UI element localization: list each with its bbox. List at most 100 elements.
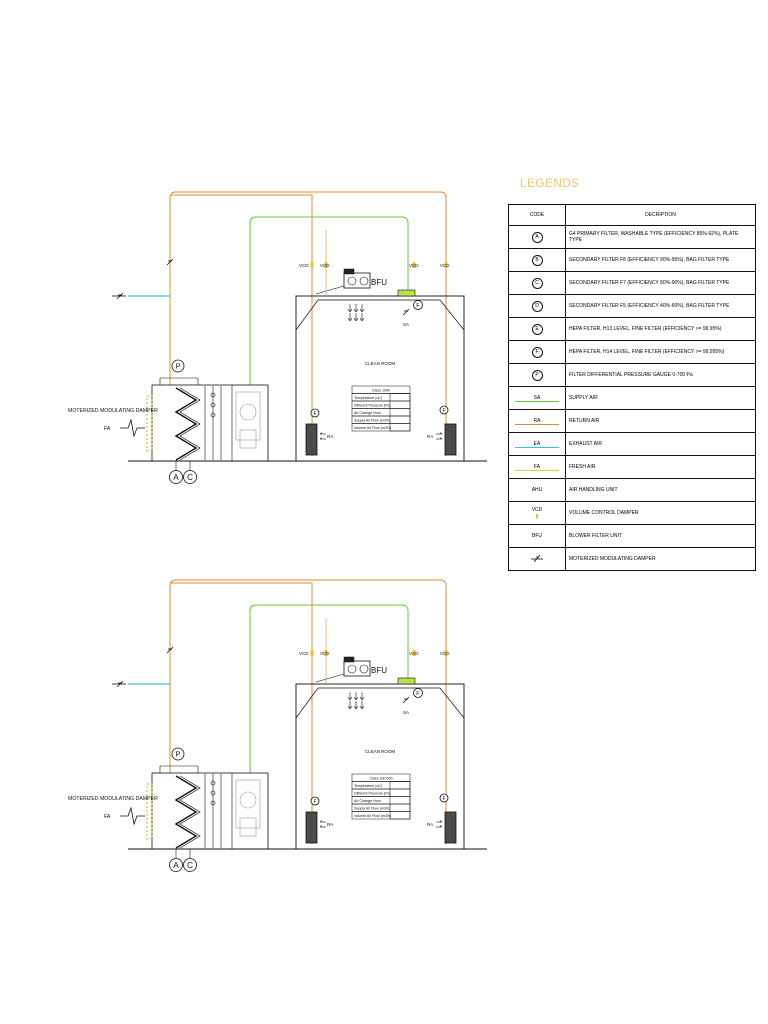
return-arrow-head <box>439 820 443 823</box>
ceiling-plenum <box>295 687 465 719</box>
legend-description: VOLUME CONTROL DAMPER <box>565 501 756 525</box>
fan-wheel <box>239 403 257 421</box>
return-arrow-head <box>319 825 323 828</box>
airflow-arrow-head <box>361 705 365 710</box>
airflow-arrow-head <box>355 696 359 701</box>
airflow-arrow-head <box>347 308 351 313</box>
legend-description: SUPPLY AIR <box>565 386 756 410</box>
ahu-casing <box>151 384 269 462</box>
vcd-mark-icon: ▮ <box>535 513 539 520</box>
filter-a-icon: A <box>173 473 179 482</box>
primary-filter-zigzag <box>174 775 198 849</box>
vcd-damper-icon <box>444 650 448 656</box>
filter-a-icon-ring <box>169 858 183 872</box>
airflow-arrow-head <box>353 705 357 710</box>
legend-code-text: SA <box>533 394 541 401</box>
legend-description: HEPA FILTER, H13 LEVEL, FINE FILTER (EFF… <box>565 317 756 341</box>
return-filter-right-icon-ring <box>439 793 449 803</box>
fan-wheel <box>239 791 257 809</box>
return-air-branch <box>170 582 313 844</box>
bfu-link <box>315 673 345 683</box>
ra-label-left: RA <box>327 434 333 439</box>
line-sample-icon <box>515 423 559 425</box>
legend-row: VCD▮VOLUME CONTROL DAMPER <box>508 501 756 525</box>
bfu-housing <box>343 660 371 677</box>
airflow-arrow-head <box>355 308 359 313</box>
legend-code-cell: C <box>508 271 566 295</box>
coil-circle <box>210 402 216 408</box>
legend-code-text: BFU <box>532 533 542 539</box>
legend-row: BFU BLOWER FILTER UNIT <box>508 524 756 548</box>
coil-circle <box>210 800 216 806</box>
return-air-duct <box>169 191 447 456</box>
motorized-damper-icon <box>531 554 543 563</box>
fresh-air-louvre <box>146 783 153 840</box>
legend-row: MOTERIZED MODULATING DAMPER <box>508 547 756 571</box>
vcd-damper-icon <box>412 650 416 656</box>
primary-filter-zigzag <box>179 387 201 461</box>
vcd-damper-icon <box>310 262 314 268</box>
return-air-branch <box>170 194 313 456</box>
hepa-filter-icon: F <box>416 303 420 309</box>
filter-symbol-icon: A <box>531 231 543 243</box>
fa-inlet-arrow <box>120 806 145 826</box>
bfu-housing <box>343 272 371 289</box>
spec-table-text: Different Pressure (Pa) <box>354 791 391 795</box>
damper-label: MOTERIZED MODULATING DAMPER <box>68 408 158 414</box>
fan-motor <box>239 817 257 837</box>
legend-description: FILTER DIFFERENTIAL PRESSURE GAUGE 0-700… <box>565 363 756 387</box>
ra-label-left: RA <box>327 822 333 827</box>
line-sample-icon <box>515 446 559 448</box>
legend-description: BLOWER FILTER UNIT <box>565 524 756 548</box>
fan-housing <box>235 779 261 829</box>
hepa-box <box>397 289 416 297</box>
bfu-filter-icon <box>359 664 369 674</box>
bfu-filter-icon <box>359 276 369 286</box>
vcd-label-3: VCD <box>409 263 419 268</box>
legend-description: FRESH AIR <box>565 455 756 479</box>
return-grille-right <box>444 811 457 844</box>
return-arrow-head <box>319 437 323 440</box>
hepa-box <box>397 677 416 685</box>
return-filter-left-icon-ring <box>310 408 320 418</box>
return-filter-right-icon: F <box>442 796 445 802</box>
legend-code-cell: AHU <box>508 478 566 502</box>
airflow-arrow-head <box>359 317 363 322</box>
fresh-air-louvre <box>146 395 153 452</box>
pressure-gauge-icon: P <box>175 750 180 759</box>
filter-c-icon: C <box>187 861 193 870</box>
spec-table-text: Class 1000 <box>372 388 390 392</box>
ra-label-right: RA <box>427 822 433 827</box>
fa-label: FA <box>104 426 111 432</box>
fa-label: FA <box>104 814 111 820</box>
fan-housing <box>235 391 261 441</box>
bfu-label: BFU <box>371 278 387 287</box>
clean-room-label: CLEAN ROOM <box>365 361 396 366</box>
damper-blade <box>166 646 174 654</box>
clean-room-label: CLEAN ROOM <box>365 749 396 754</box>
legend-code-cell: SA <box>508 386 566 410</box>
legend-code-text: AHU <box>531 487 543 493</box>
clean-room-wall <box>295 683 465 850</box>
legend-description: MOTERIZED MODULATING DAMPER <box>565 547 756 571</box>
bfu-motor <box>343 268 355 275</box>
legend-description: SECONDARY FILTER F5 (EFFICIENCY 40%-60%)… <box>565 294 756 318</box>
primary-filter-zigzag <box>174 387 198 461</box>
spec-table-text: Volume Air Flow (m3/h) <box>354 426 391 430</box>
filter-symbol-icon: C <box>531 277 543 289</box>
coil-circle <box>210 790 216 796</box>
bfu-motor <box>343 656 355 663</box>
airflow-arrow-head <box>347 705 351 710</box>
sa-label: SA <box>403 710 409 715</box>
vcd-label-2: VCD <box>320 263 330 268</box>
legend-code-cell: B <box>508 248 566 272</box>
vcd-label-4: VCD <box>440 263 450 268</box>
